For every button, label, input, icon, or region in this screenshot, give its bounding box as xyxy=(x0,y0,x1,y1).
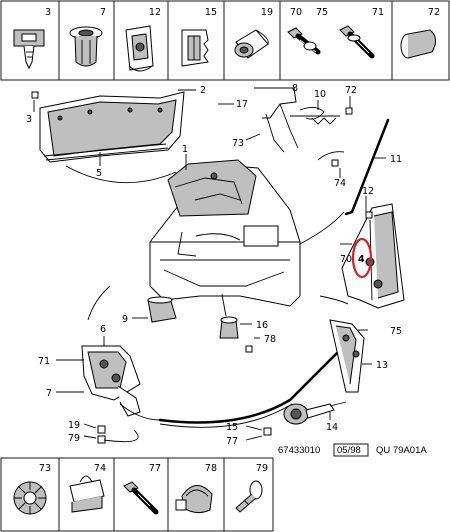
callout-label: 3 xyxy=(26,114,32,125)
header-strip: 3 7 12 15 19 70 75 71 72 xyxy=(0,0,450,81)
grommet-icon xyxy=(69,26,103,67)
rod-clip-icon xyxy=(234,29,269,59)
callout-label: 15 xyxy=(226,422,238,433)
assembly-drawing xyxy=(31,87,405,444)
callout-label: 10 xyxy=(314,89,326,100)
bracket-clip-icon xyxy=(125,25,154,72)
footer-part-number: 73 xyxy=(39,463,51,474)
header-part-number: 71 xyxy=(372,7,384,18)
callout-label: 19 xyxy=(68,420,80,431)
header-part-number: 75 xyxy=(316,7,328,18)
callout-label: 13 xyxy=(376,360,388,371)
callout-label: 17 xyxy=(236,99,248,110)
bolt-icon xyxy=(339,25,375,59)
spring-clip-icon xyxy=(69,475,105,513)
callout-label: 2 xyxy=(200,85,206,96)
header-part-number: 70 xyxy=(290,7,302,18)
footer-part-number: 79 xyxy=(256,463,268,474)
callout-label-highlighted: 4 xyxy=(358,254,365,265)
panel-clip-icon xyxy=(181,29,209,67)
model-code: QU 79A01A xyxy=(376,445,427,456)
callout-label: 14 xyxy=(326,422,338,433)
plug-icon xyxy=(400,29,436,59)
callout-label: 70 xyxy=(340,254,352,265)
callout-label: 9 xyxy=(122,314,128,325)
header-part-number: 3 xyxy=(45,7,51,18)
highlight-ring xyxy=(351,237,373,279)
footer-part-number: 78 xyxy=(205,463,217,474)
bolt-washer-icon xyxy=(287,27,321,55)
leader-lines xyxy=(33,87,386,443)
header-part-number: 15 xyxy=(205,7,217,18)
reference-code: 67433010 05/98 QU 79A01A xyxy=(278,443,427,457)
star-washer-icon xyxy=(13,481,47,515)
clip-fastener-icon xyxy=(13,29,45,70)
callout-label: 79 xyxy=(68,433,80,444)
footer-part-number: 74 xyxy=(94,463,106,474)
header-part-number: 7 xyxy=(100,7,106,18)
callout-label: 77 xyxy=(226,436,238,447)
screw-icon xyxy=(123,481,159,515)
callout-label: 78 xyxy=(264,334,276,345)
callout-labels: 2 3 5 1 17 8 10 72 73 11 74 12 70 4 9 16… xyxy=(26,83,402,447)
callout-label: 72 xyxy=(345,85,357,96)
callout-label: 7 xyxy=(46,388,52,399)
clip-rivet-icon xyxy=(235,480,263,513)
header-part-number: 72 xyxy=(428,7,440,18)
footer-strip: 73 74 77 78 79 xyxy=(0,457,274,532)
callout-label: 1 xyxy=(182,144,188,155)
hose-clamp-icon xyxy=(175,485,213,514)
ref-number: 67433010 xyxy=(278,445,320,456)
callout-label: 73 xyxy=(232,138,244,149)
footer-part-number: 77 xyxy=(149,463,161,474)
header-part-number: 12 xyxy=(149,7,161,18)
header-part-number: 19 xyxy=(261,7,273,18)
callout-label: 16 xyxy=(256,320,268,331)
callout-label: 6 xyxy=(100,324,106,335)
callout-label: 75 xyxy=(390,326,402,337)
callout-label: 74 xyxy=(334,178,346,189)
callout-label: 11 xyxy=(390,154,402,165)
date-code: 05/98 xyxy=(337,445,361,456)
callout-label: 5 xyxy=(96,168,102,179)
callout-label: 71 xyxy=(38,356,50,367)
callout-label: 8 xyxy=(292,83,298,94)
callout-label: 12 xyxy=(362,186,374,197)
